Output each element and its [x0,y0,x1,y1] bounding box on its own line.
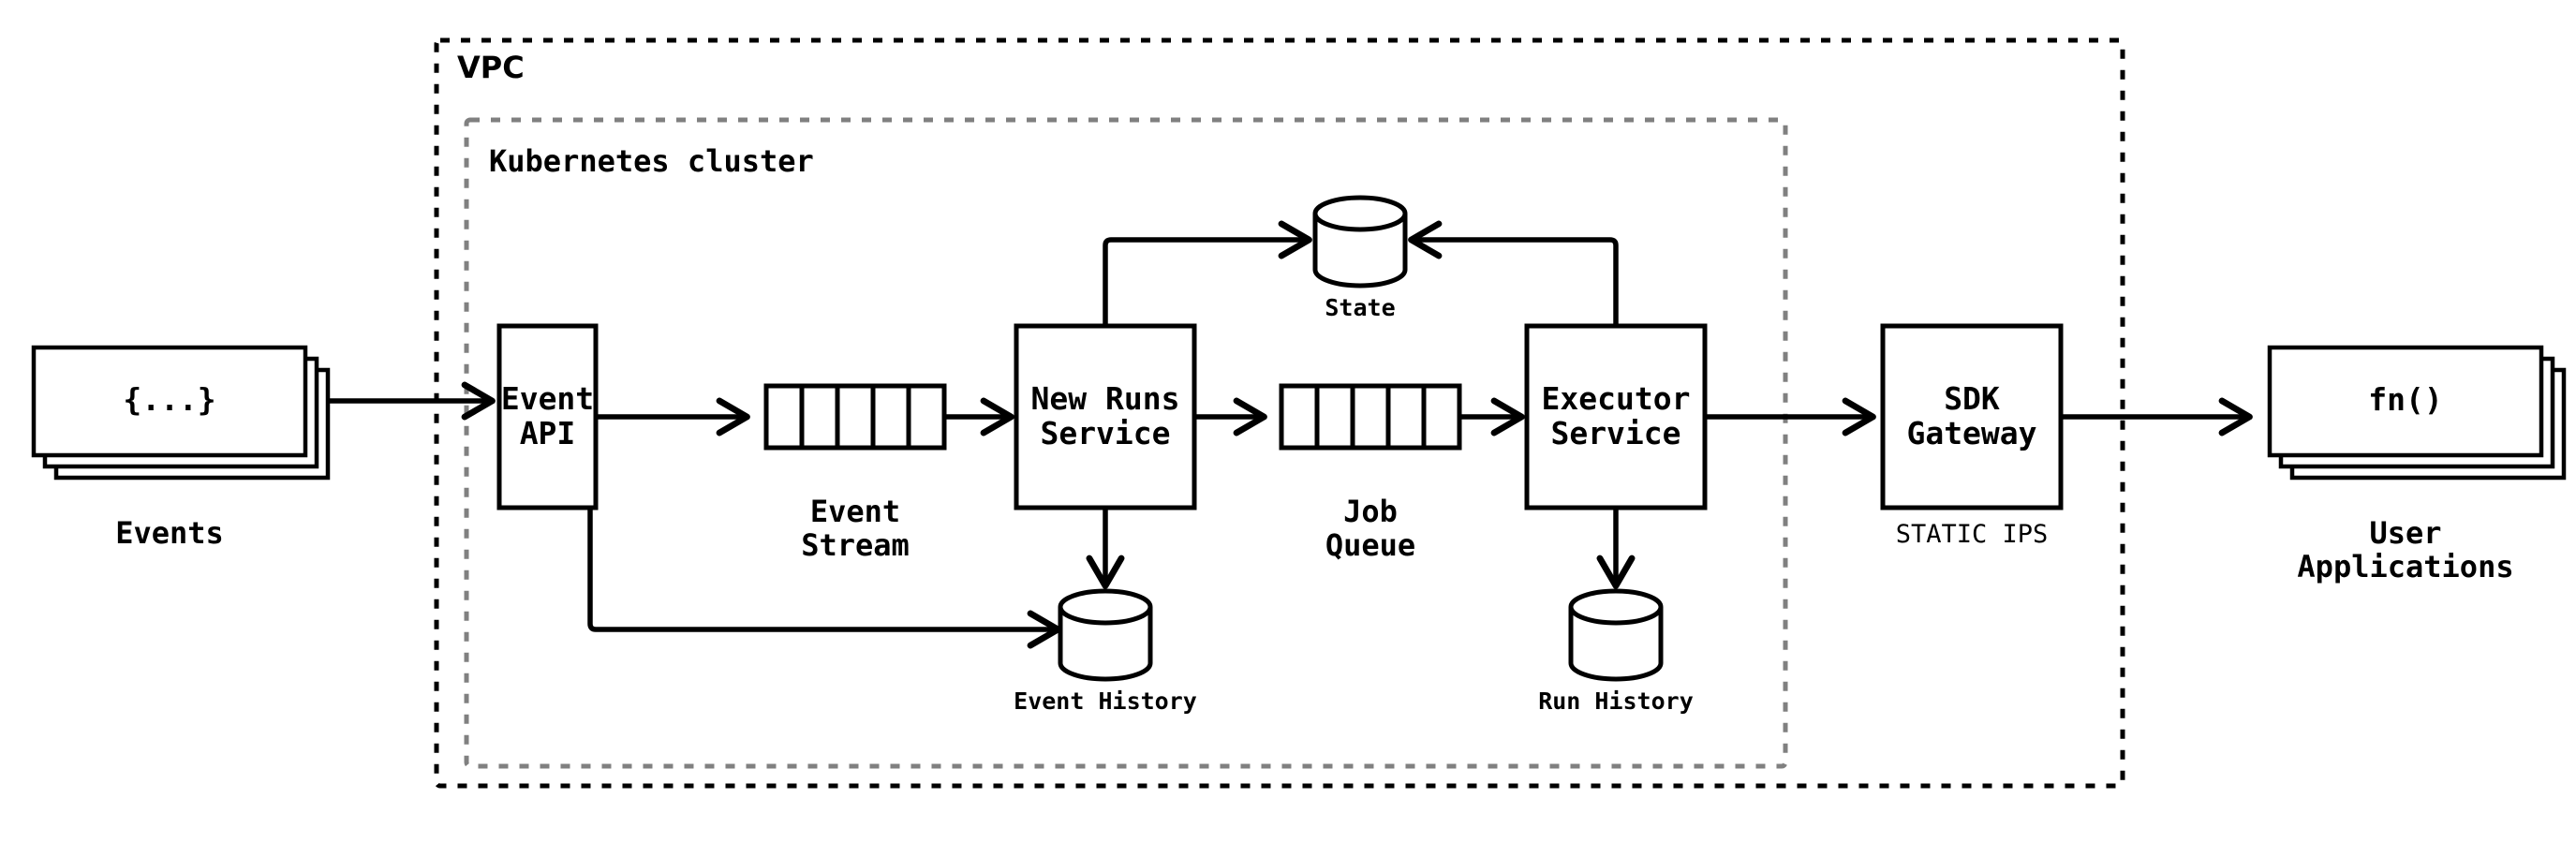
sdk-gateway-caption: STATIC IPS [1895,520,2049,549]
state-caption: State [1325,294,1396,321]
kubernetes-group-label: Kubernetes cluster [489,143,814,179]
user-applications-caption: User Applications [2297,515,2514,584]
edge-event-api-to-event-history [587,508,1061,649]
events-box-label: {...} [123,381,216,418]
user-applications-box-label: fn() [2368,381,2443,418]
user-applications-node-shape [2267,345,2567,481]
job-queue-node-shape [1279,383,1462,451]
vpc-group-label: VPC [457,50,525,85]
job-queue-caption: Job Queue [1325,494,1416,563]
event-history-cylinder-shape [1058,588,1153,682]
event-api-label: Event API [500,380,595,451]
executor-service-label: Executor Service [1541,380,1691,451]
events-node-shape [31,345,331,481]
sdk-gateway-node-shape [1880,323,2064,510]
edge-executor-to-state [1408,220,1619,326]
run-history-caption: Run History [1538,688,1694,715]
executor-service-node-shape [1524,323,1708,510]
event-history-caption: Event History [1014,688,1197,715]
edge-new-runs-to-state [1103,220,1312,326]
kubernetes-group-border [464,117,1788,769]
new-runs-service-label: New Runs Service [1030,380,1180,451]
events-caption: Events [115,515,224,551]
event-stream-caption: Event Stream [801,494,910,563]
event-stream-node-shape [763,383,947,451]
run-history-cylinder-shape [1568,588,1664,682]
sdk-gateway-label: SDK Gateway [1906,380,2037,451]
state-cylinder-shape [1312,195,1408,288]
